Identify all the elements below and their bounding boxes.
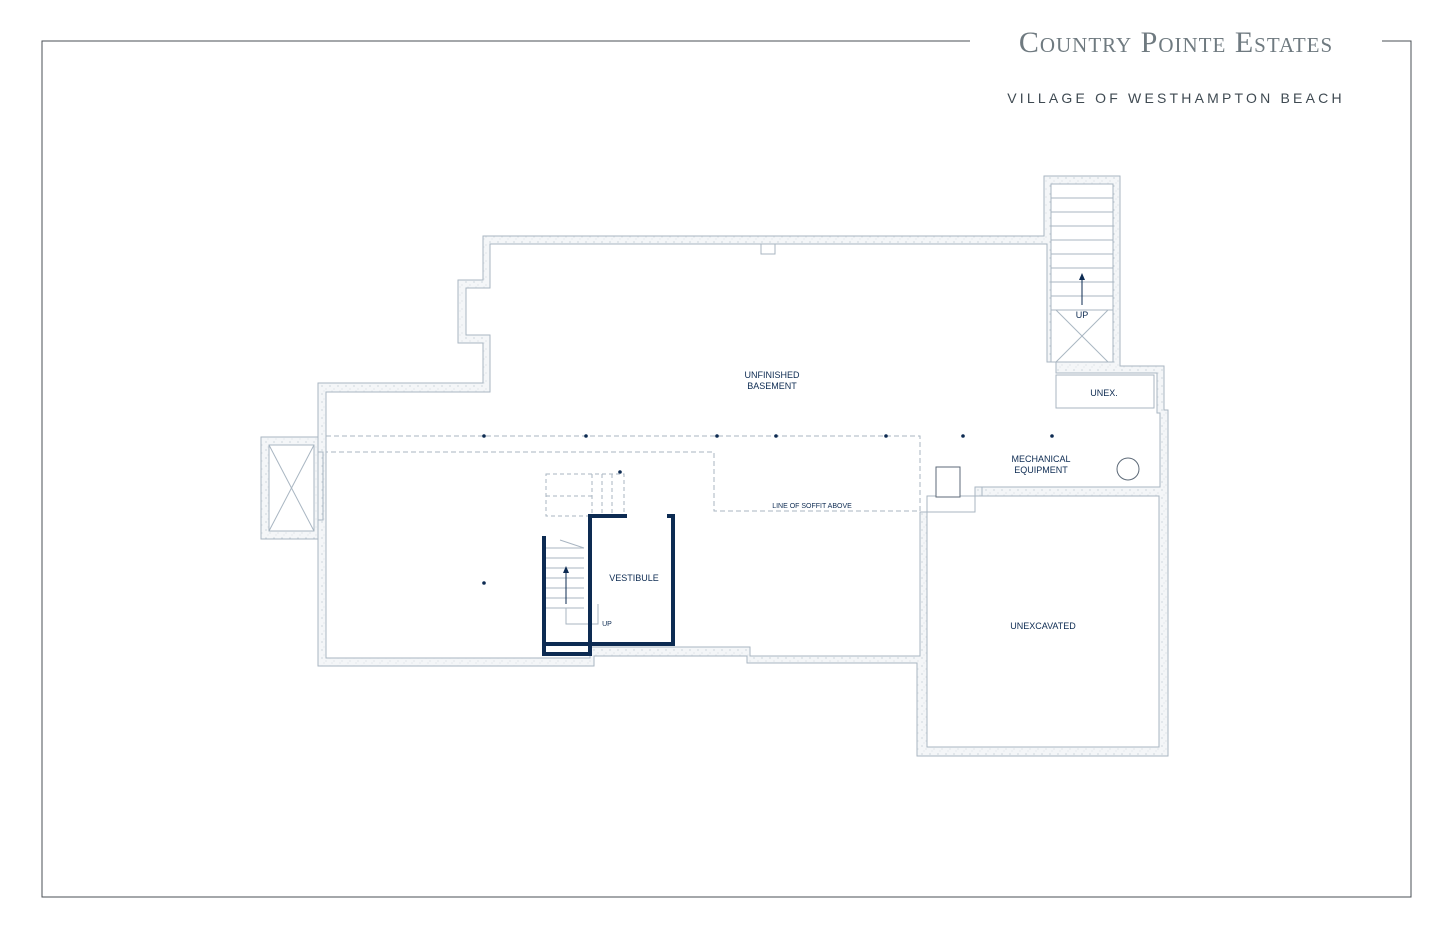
equipment-box [935,466,961,498]
brand-block: Country Pointe Estates VILLAGE OF WESTHA… [970,26,1382,106]
soffit-line [326,435,921,512]
unexcavated-inner [926,495,1160,748]
mechanical-label-2: EQUIPMENT [1014,465,1068,475]
soffit-label: LINE OF SOFFIT ABOVE [772,503,852,510]
unfinished-basement-label-2: BASEMENT [747,381,797,391]
basement-inner-space [325,243,1161,659]
stair-arrow-head-left [563,566,569,573]
bay-window-sill [317,451,324,521]
interior-stair-above [545,473,625,517]
unexcavated-divider [920,487,983,513]
unex-room [1055,374,1155,409]
stair-arrow-head-right [1079,273,1085,280]
vestibule-wall [542,514,675,656]
equipment-tank [1116,457,1140,481]
stair-up-label-left: UP [602,621,612,628]
unexcavated-label: UNEXCAVATED [1010,621,1076,631]
sheet-border [41,40,1412,898]
brand-title: Country Pointe Estates [1018,26,1334,59]
column-dots [482,434,1054,585]
exterior-stair-treads [1051,197,1113,363]
top-wall-notch [760,243,776,255]
mechanical-label-1: MECHANICAL [1011,454,1070,464]
interior-stair-treads [546,539,599,625]
unex-label: UNEX. [1090,388,1118,398]
stair-up-label-right: UP [1076,310,1089,320]
bay-window-cross-b [268,444,315,532]
brand-subtitle: VILLAGE OF WESTHAMPTON BEACH [1007,90,1345,106]
vestibule-label: VESTIBULE [609,573,659,583]
unfinished-basement-label-1: UNFINISHED [744,370,800,380]
